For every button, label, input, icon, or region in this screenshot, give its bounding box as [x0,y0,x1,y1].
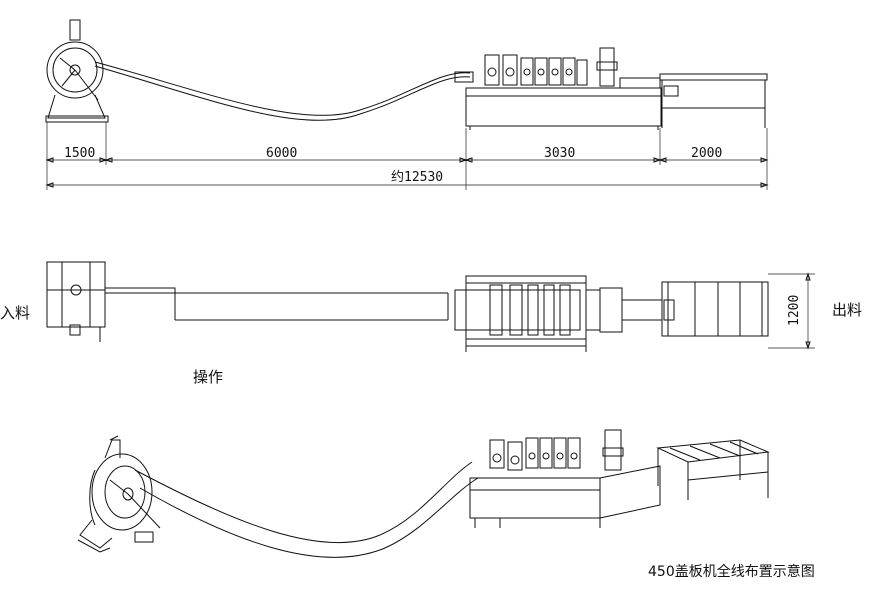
elevation-view: 1500 6000 3030 2000 约12530 [45,19,769,190]
dimension-3030: 3030 [544,146,575,161]
dimension-1500: 1500 [64,146,95,161]
runout-table-isometric [656,439,770,500]
dimension-width: 1200 [787,295,802,326]
operation-label: 操作 [193,368,223,386]
roll-former-isometric [469,429,661,528]
decoiler-isometric [77,435,161,553]
runout-table-elevation [659,73,768,128]
dimension-2000: 2000 [691,146,722,161]
outfeed-label: 出料 [832,301,862,319]
dimension-chain [45,122,769,190]
roll-former-elevation [454,47,662,130]
decoiler-elevation [45,19,109,123]
strip-elevation-lower [94,65,471,121]
isometric-view [77,429,770,558]
roll-former-plan [454,275,662,352]
strip-elevation-upper [94,61,471,116]
runout-table-plan [661,281,769,337]
dimension-6000: 6000 [266,146,297,161]
caption: 450盖板机全线布置示意图 [648,563,815,580]
strip-iso-upper [134,461,473,544]
decoiler-plan [46,261,106,342]
plan-view: 1200 入料 出料 操作 [0,261,862,386]
infeed-label: 入料 [0,304,30,322]
strip-iso-lower [139,477,479,558]
strip-plan-top [105,287,176,320]
dimension-total: 约12530 [391,170,443,185]
